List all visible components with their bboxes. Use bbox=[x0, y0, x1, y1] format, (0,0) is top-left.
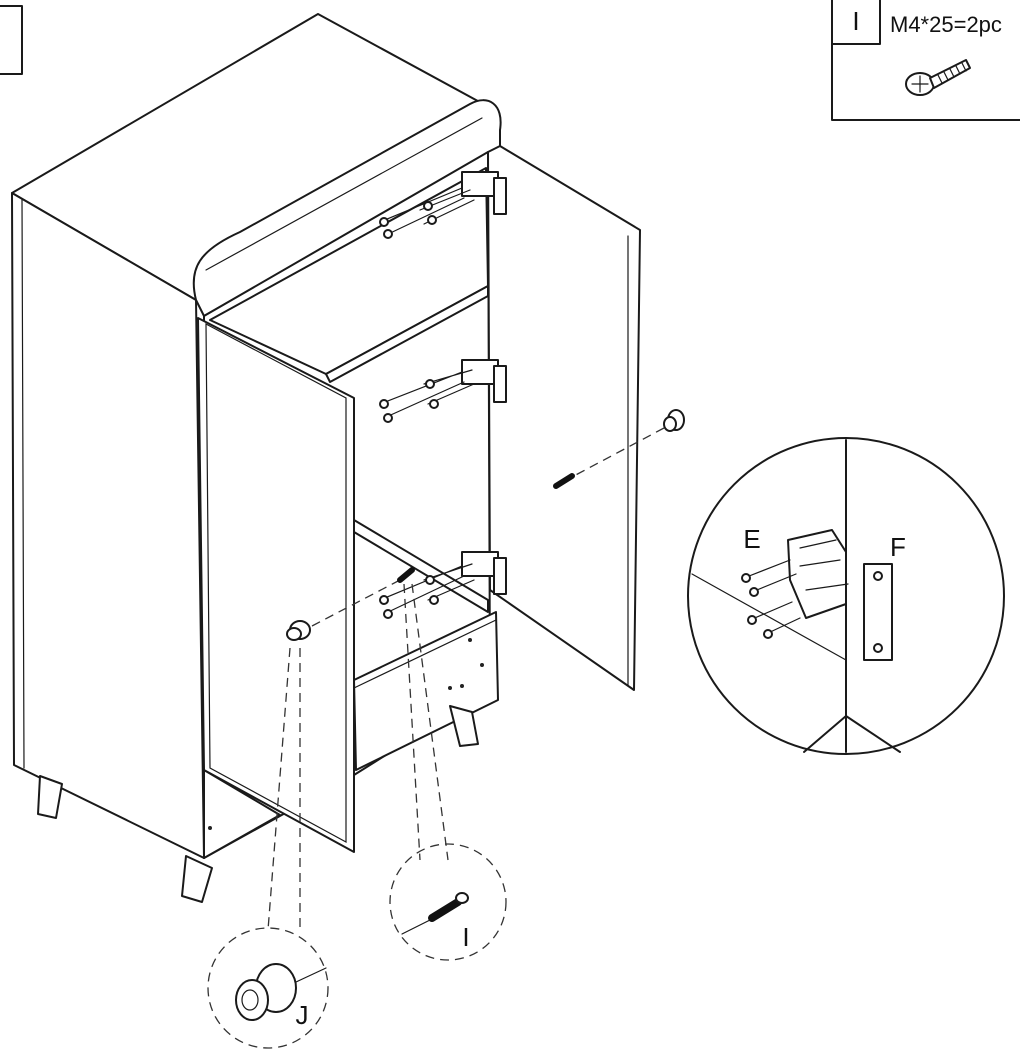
leg-front-right bbox=[449, 705, 479, 747]
crown-rail bbox=[192, 99, 502, 317]
hinge-top bbox=[379, 171, 507, 239]
screw-detail-callout: I bbox=[389, 843, 507, 961]
screw-label: I bbox=[462, 922, 469, 952]
screw-icon bbox=[428, 898, 462, 922]
left-side-panel bbox=[11, 192, 205, 859]
leg-back-left bbox=[37, 775, 63, 819]
left-door bbox=[197, 317, 355, 853]
hardware-legend: I M4*25=2pc bbox=[831, 0, 1020, 121]
step-number-box bbox=[0, 5, 23, 75]
hinge-label-e: E bbox=[743, 524, 760, 554]
right-door bbox=[487, 145, 641, 691]
right-knob-assembly bbox=[553, 409, 685, 489]
legs bbox=[37, 705, 479, 903]
knob-label: J bbox=[296, 1000, 309, 1030]
screw-icon bbox=[905, 59, 971, 96]
bolt-icon bbox=[397, 567, 415, 583]
knob-icon bbox=[235, 979, 269, 1021]
hinges bbox=[379, 171, 507, 619]
bolt-icon bbox=[553, 473, 575, 489]
hinge-detail-callout: E F bbox=[687, 437, 1005, 755]
hinge-middle bbox=[379, 359, 507, 423]
hinge-label-f: F bbox=[890, 532, 906, 562]
legend-part-letter: I bbox=[852, 6, 859, 36]
legend-spec: M4*25=2pc bbox=[890, 12, 1002, 37]
hinge-bottom bbox=[379, 551, 507, 619]
leg-front-left bbox=[181, 855, 213, 903]
left-knob-assembly bbox=[267, 567, 449, 931]
knob-detail-callout: J bbox=[207, 927, 329, 1049]
